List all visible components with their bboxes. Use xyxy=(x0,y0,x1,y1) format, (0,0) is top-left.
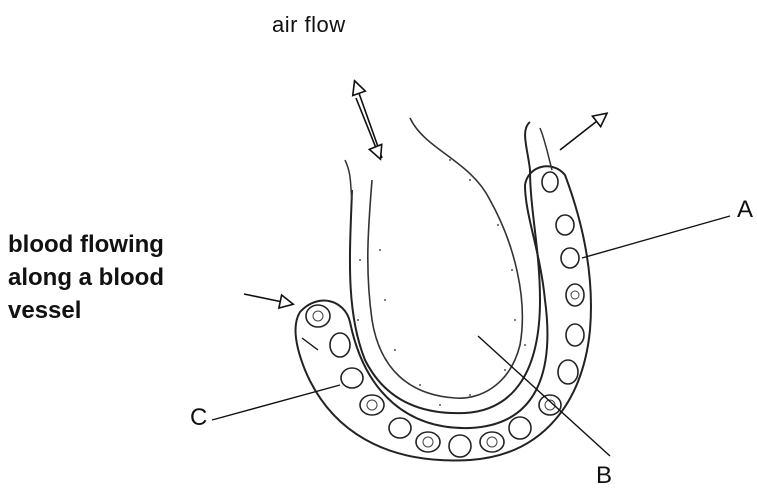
pointer-line-c xyxy=(212,385,340,420)
alveolus-neck-left xyxy=(345,160,352,200)
pointer-line-a xyxy=(582,216,730,258)
alveolus-outer-wall xyxy=(350,122,540,413)
air-flow-arrow-out xyxy=(356,98,380,158)
blood-flow-arrow xyxy=(244,294,292,304)
air-flow-arrow-right xyxy=(560,114,606,150)
air-flow-arrow-in xyxy=(355,82,382,158)
blood-vessel xyxy=(295,166,591,460)
alveolus-neck-right xyxy=(540,128,552,170)
stipple-dots xyxy=(357,159,526,406)
